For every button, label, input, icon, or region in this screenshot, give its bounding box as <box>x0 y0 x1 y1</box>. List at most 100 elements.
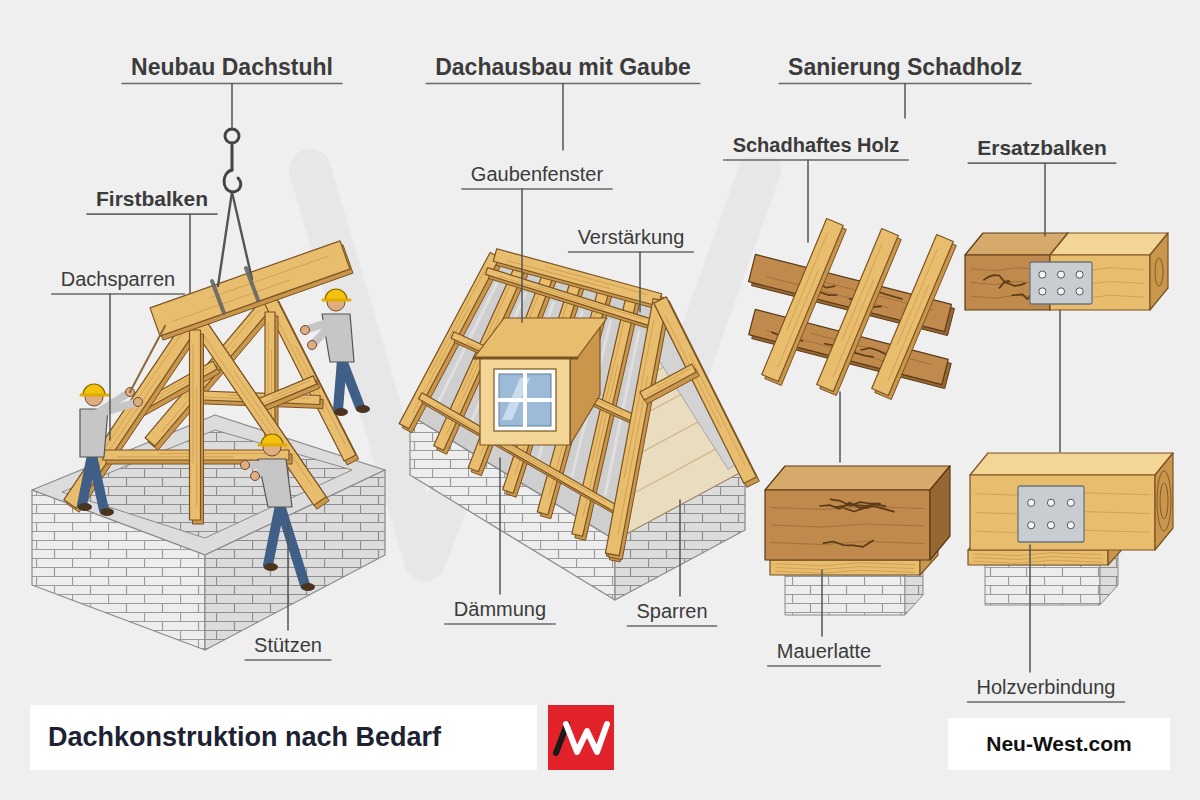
hard-hat <box>83 384 105 395</box>
metal-plate <box>1030 262 1092 304</box>
end-grain <box>1157 471 1171 531</box>
wood-grain <box>842 243 882 340</box>
part-label: Dämmung <box>451 598 549 621</box>
wood-grain <box>657 369 689 386</box>
worker-boot <box>100 508 114 516</box>
part-label: Stützen <box>251 634 325 657</box>
bolt-hole <box>1047 522 1054 529</box>
hard-hat-brim <box>323 299 350 302</box>
collar-beam <box>640 364 696 400</box>
worker-boot <box>264 563 278 571</box>
wood-grain <box>618 377 648 535</box>
leader-line <box>1029 545 1031 672</box>
worker-arm <box>312 320 336 345</box>
worker-leg <box>280 505 305 585</box>
replacement-beam <box>1050 233 1168 255</box>
part-label: Firstbalken <box>93 187 211 211</box>
bolt-hole <box>1028 499 1035 506</box>
wood-grain <box>888 285 928 380</box>
label-underline <box>968 701 1125 703</box>
part-label: Gaubenfenster <box>468 163 606 186</box>
box-text: Neu-West.com <box>986 732 1131 756</box>
logo-box <box>548 705 614 770</box>
wood-crack <box>823 541 873 547</box>
damaged-beam <box>930 466 950 560</box>
part-label: Sparren <box>633 600 710 623</box>
brick-wall <box>985 565 1100 605</box>
part-label: Ersatzbalken <box>974 136 1110 160</box>
wood-grain <box>196 387 197 505</box>
ridge-beam <box>493 249 661 307</box>
wall-plate <box>968 550 1108 565</box>
wood-grain <box>260 389 297 405</box>
hard-hat-brim <box>81 394 108 397</box>
wood-grain <box>234 372 312 485</box>
wood-grain <box>897 249 937 344</box>
bolt-hole <box>1076 271 1083 278</box>
wood-grain <box>833 280 873 377</box>
leader-line <box>1059 310 1061 452</box>
worker-boot <box>78 503 92 511</box>
wood-grain <box>193 345 194 463</box>
brick-wall <box>205 470 385 650</box>
leader-line <box>521 189 523 322</box>
section-heading: Dachausbau mit Gaube <box>432 54 694 80</box>
bolt-hole <box>1067 522 1074 529</box>
brand-box: Neu-West.com <box>948 718 1170 770</box>
bolt-hole <box>1047 499 1054 506</box>
wood-grain <box>974 560 1102 563</box>
lifting-strap <box>232 192 252 279</box>
wood-crack <box>836 504 886 507</box>
leader-line <box>499 458 501 594</box>
wood-grain <box>778 270 818 367</box>
wood-crack <box>984 275 1010 281</box>
worker-hand <box>308 341 317 350</box>
wood-grain <box>211 256 329 298</box>
wood-grain <box>776 570 914 573</box>
worker-boot <box>356 405 370 413</box>
bolt-hole <box>1057 271 1064 278</box>
end-grain <box>1155 258 1163 286</box>
bolt-hole <box>1067 499 1074 506</box>
label-guides <box>52 83 1125 702</box>
crane-hook <box>231 143 234 170</box>
worker-boot <box>301 583 315 591</box>
part-label: Holzverbindung <box>974 676 1119 699</box>
wood-grain <box>974 553 1102 556</box>
worker-hand <box>251 472 260 481</box>
label-underline <box>627 625 716 627</box>
ridge-beam <box>150 241 350 336</box>
part-label: Verstärkung <box>575 226 688 249</box>
leader-line <box>189 214 191 293</box>
dormer-conversion-scene <box>399 249 759 600</box>
label-underline <box>968 162 1116 164</box>
leader-line <box>287 522 289 630</box>
damaged-beam <box>765 466 950 490</box>
wall-plate <box>770 560 920 575</box>
new-roof-truss-scene <box>32 129 385 650</box>
rafter <box>872 235 954 396</box>
bolt-hole <box>1057 288 1064 295</box>
wood-grain <box>689 353 745 465</box>
wood-grain <box>776 567 914 570</box>
leader-line <box>807 160 809 242</box>
caption-box: Dachkonstruktion nach Bedarf <box>30 705 537 770</box>
label-underline <box>87 213 217 215</box>
wood-grain <box>203 334 281 447</box>
wood-grain <box>106 332 183 447</box>
hard-hat <box>325 289 347 300</box>
worker-leg <box>92 455 104 510</box>
leader-line <box>1044 163 1046 236</box>
part-label: Dachsparren <box>58 268 179 291</box>
leader-line <box>821 570 823 636</box>
hard-hat <box>261 434 283 445</box>
section-heading: Neubau Dachstuhl <box>128 54 336 80</box>
worker-leg <box>342 360 360 407</box>
worker-hand <box>134 398 143 407</box>
brick-wall <box>785 575 905 615</box>
leader-line <box>109 294 111 440</box>
bolt-hole <box>1076 288 1083 295</box>
wood-grain <box>159 453 274 454</box>
